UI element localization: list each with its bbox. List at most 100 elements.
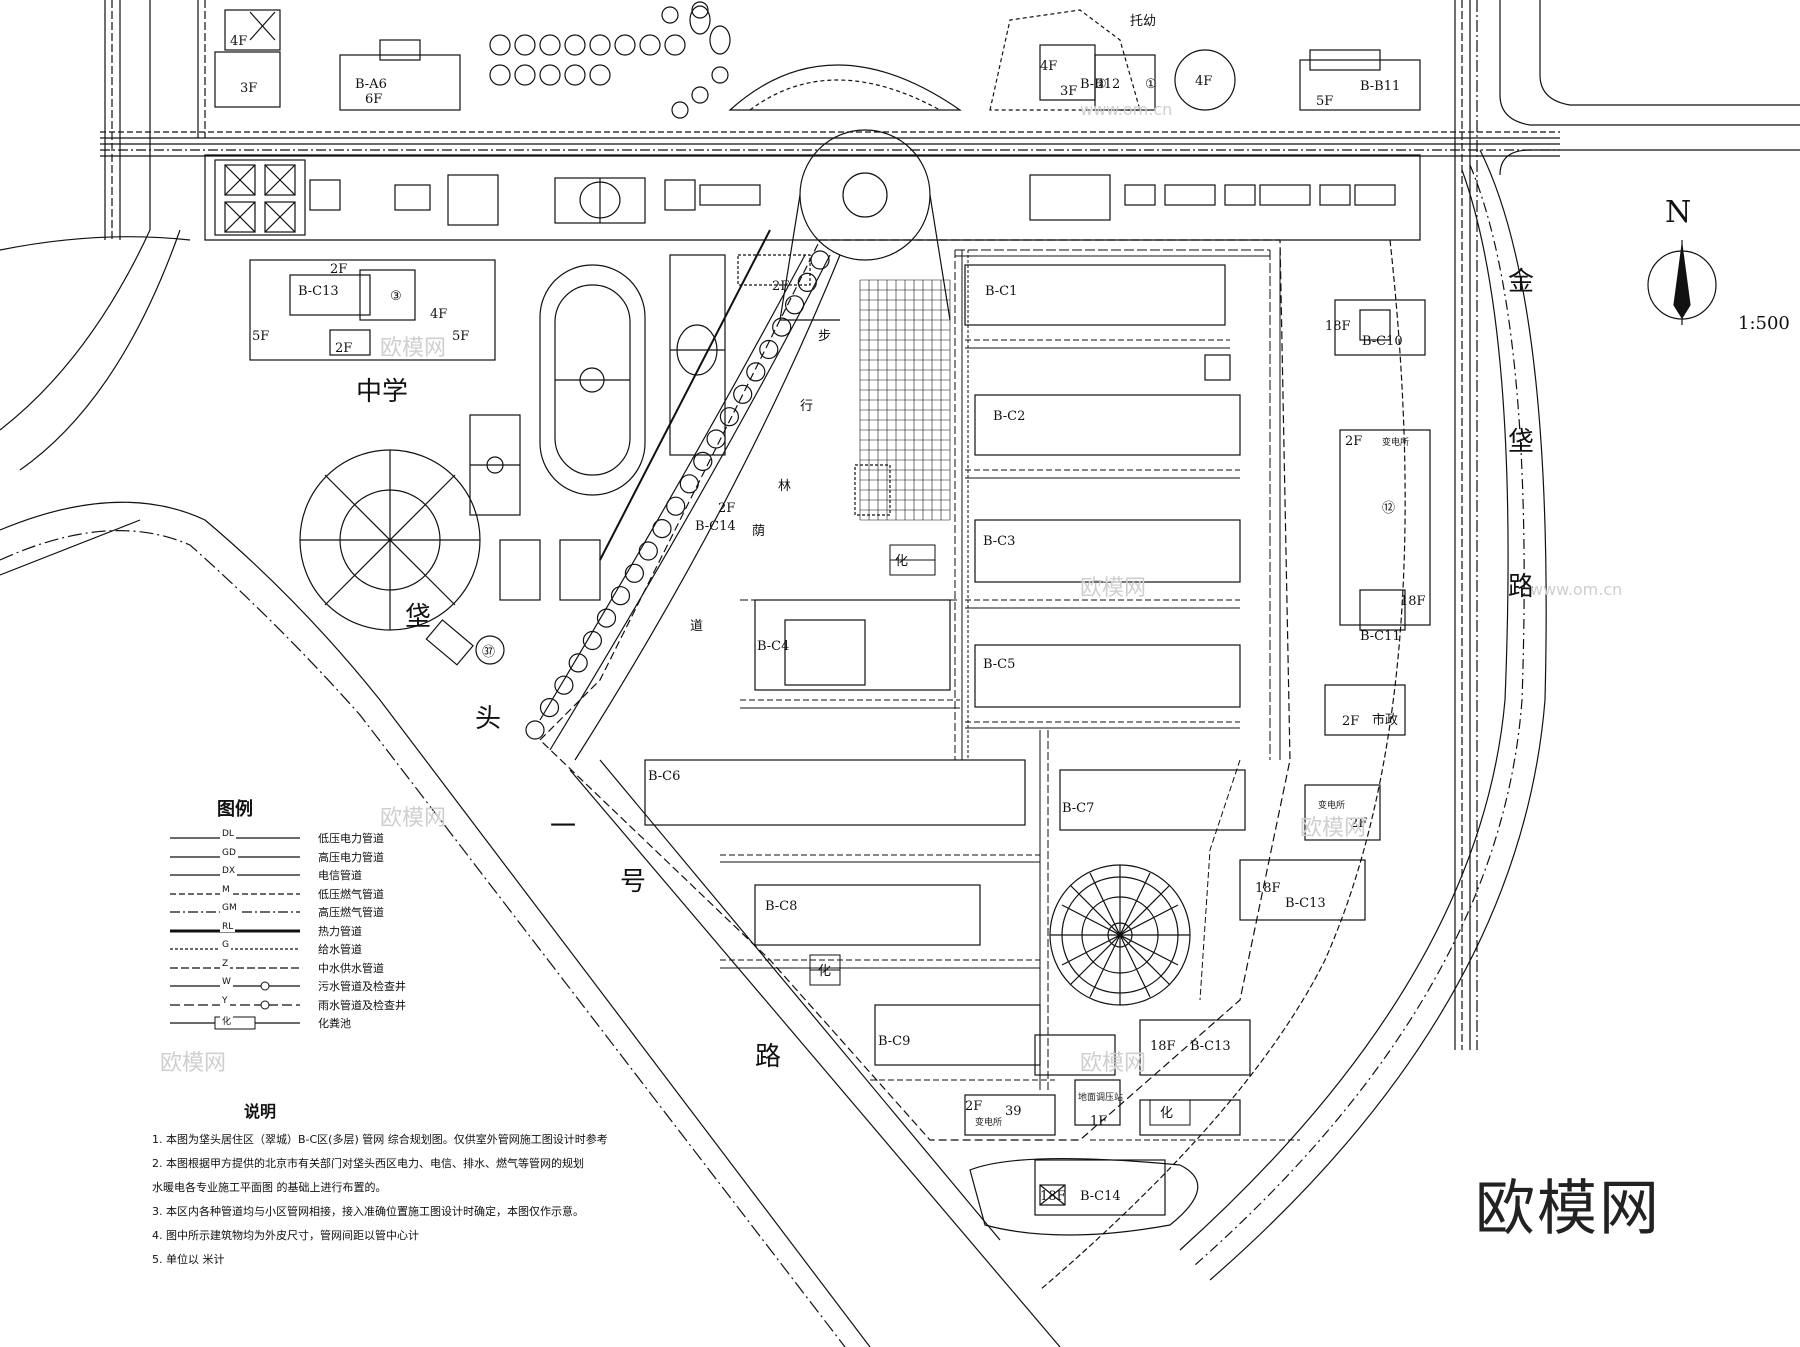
watermark-url: www.om.cn: [1080, 100, 1173, 119]
circle-2-label: ②: [1095, 77, 1107, 92]
east-road-lines: [1454, 0, 1800, 1050]
legend-code: W: [220, 977, 233, 988]
note-6: 5. 单位以 米计: [152, 1253, 225, 1266]
floor-2f-label-7: 2F: [1350, 816, 1367, 831]
circle-37-label: ㊲: [482, 645, 495, 660]
legend-line-symbol: Z: [170, 958, 300, 975]
legend-item: Z 中水供水管道: [170, 958, 430, 978]
notes-title: 说明: [244, 1102, 277, 1121]
legend-title: 图例: [217, 799, 253, 820]
tree-symbol: [719, 407, 740, 427]
substation-label-2: 变电所: [1318, 799, 1345, 811]
building-39-label: 39: [1005, 1104, 1022, 1119]
legend-text: 低压燃气管道: [318, 887, 384, 901]
building-b-c10-id: B-C10: [1362, 334, 1403, 349]
floor-2f-label-2: 2F: [335, 341, 352, 356]
legend-item: M 低压燃气管道: [170, 884, 430, 904]
tree-symbol: [746, 362, 766, 382]
brand-logo-text: 欧模网: [1475, 1174, 1661, 1244]
tree-symbol: [679, 474, 699, 494]
floor-3f-label-2: 3F: [240, 81, 257, 96]
building-b-c2-id: B-C2: [993, 409, 1025, 424]
legend-line-symbol: DX: [170, 866, 300, 882]
building-b-c14-id: B-C14: [695, 519, 736, 534]
legend-code: Z: [220, 958, 231, 969]
legend-text: 给水管道: [318, 943, 362, 957]
legend-line-symbol: W: [170, 977, 300, 993]
circle-12-label: ⑫: [1382, 501, 1395, 516]
floor-2f-label-6: 2F: [1342, 714, 1359, 729]
legend-line-symbol: Y: [170, 995, 300, 1012]
legend-text: 高压燃气管道: [318, 906, 384, 920]
path-char-1: 步: [818, 329, 831, 344]
legend-text: 电信管道: [318, 869, 362, 883]
building-b-c13-south-id: B-C13: [1190, 1039, 1231, 1054]
watermark-url: www.om.cn: [1530, 580, 1623, 599]
tree-symbol: [810, 250, 830, 270]
central-roundabout: [779, 129, 951, 321]
tree-symbol: [772, 317, 792, 337]
tree-symbol: [652, 518, 672, 539]
legend-code: Y: [220, 995, 230, 1006]
building-b-c4-id: B-C4: [757, 639, 789, 654]
legend-line-symbol: GM: [170, 903, 300, 919]
legend-code: GD: [220, 847, 238, 858]
west-pipe-bundle: [104, 0, 206, 240]
legend-code: GM: [220, 903, 239, 914]
watermark: 欧模网: [380, 806, 447, 831]
watermark: 欧模网: [1300, 816, 1367, 841]
tree-symbol: [784, 295, 805, 315]
south-tower-plaza: [969, 1158, 1199, 1236]
floor-5f-label-3: 5F: [452, 329, 469, 344]
building-b-c9-id: B-C9: [878, 1034, 910, 1049]
floor-5f-label-2: 5F: [252, 329, 269, 344]
road-east-char-1: 金: [1508, 267, 1534, 297]
tree-symbol: [582, 630, 603, 651]
floor-2f-label-4: 2F: [718, 501, 735, 516]
tree-symbol: [568, 653, 588, 673]
building-b-b11-id: B-B11: [1360, 79, 1400, 94]
building-b-c13-east-floors: 18F: [1255, 881, 1281, 896]
path-char-2: 行: [800, 399, 813, 414]
building-b-c14-tower-floors: 18F: [1040, 1189, 1066, 1204]
substation-label-3: 变电所: [975, 1116, 1002, 1128]
floor-1f-label: 1F: [1090, 1114, 1107, 1129]
note-5: 4. 图中所示建筑物均为外皮尺寸，管网间距以管中心计: [152, 1229, 419, 1242]
path-char-5: 道: [690, 619, 703, 634]
building-b-c13-school-id: B-C13: [298, 284, 339, 299]
tree-symbol: [759, 339, 779, 360]
substation-label: 变电所: [1382, 436, 1409, 448]
watermark: 欧模网: [1080, 576, 1147, 601]
north-plaza-arch: [728, 64, 962, 111]
legend-line-symbol: GD: [170, 847, 300, 864]
floor-2f-label-5: 2F: [1345, 434, 1362, 449]
septic-tank-label: 化: [895, 554, 908, 569]
tree-symbol: [596, 608, 617, 628]
building-b-c8-id: B-C8: [765, 899, 797, 914]
legend-text: 中水供水管道: [318, 961, 384, 975]
path-char-4: 荫: [752, 524, 765, 539]
floor-2f-label-8: 2F: [965, 1099, 982, 1114]
legend-text: 热力管道: [318, 924, 362, 938]
note-2: 2. 本图根据甲方提供的北京市有关部门对垡头西区电力、电信、排水、燃气等管网的规…: [152, 1157, 584, 1170]
legend-line-symbol: M: [170, 884, 300, 901]
building-b-c10-floors: 18F: [1325, 319, 1351, 334]
residential-boundary: [539, 239, 1291, 1141]
road-sw-char-4: 号: [620, 867, 646, 897]
plan-labels: 中学 托幼 ② ① ③ ⑫ ㊲ 4F 4F 3F 3F 4F 5F 5F 5F …: [230, 14, 1409, 1129]
building-b-a6-id: B-A6: [355, 77, 387, 92]
building-b-b12-id: B-B12: [1080, 77, 1120, 92]
tree-symbol: [666, 496, 686, 516]
site-boundary: [204, 154, 1421, 241]
building-b-c1-id: B-C1: [985, 284, 1017, 299]
road-east-char-2: 垡: [1508, 427, 1534, 457]
legend-code: DL: [220, 829, 236, 840]
legend-code: M: [220, 884, 232, 895]
north-label: N: [1665, 195, 1692, 230]
legend-item: 化化粪池: [170, 1014, 430, 1033]
